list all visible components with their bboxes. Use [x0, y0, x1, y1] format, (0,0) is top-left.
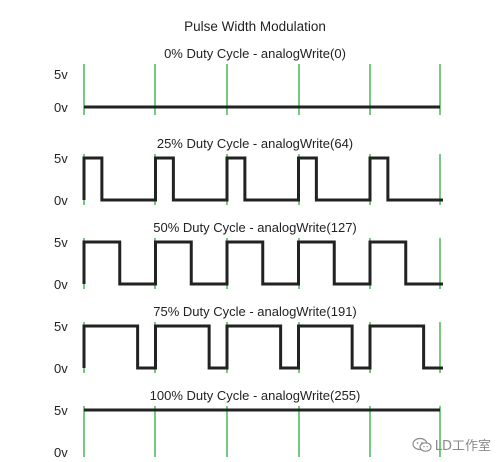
pwm-panel: 75% Duty Cycle - analogWrite(191) 5v 0v: [54, 304, 443, 376]
level-label-high: 5v: [54, 319, 68, 334]
pwm-waveform: [82, 324, 443, 370]
level-label-low: 0v: [54, 193, 68, 208]
pwm-panel: 25% Duty Cycle - analogWrite(64) 5v 0v: [54, 136, 443, 208]
level-label-low: 0v: [54, 445, 68, 460]
panel-title: 75% Duty Cycle - analogWrite(191): [153, 304, 357, 319]
level-label-low: 0v: [54, 361, 68, 376]
pwm-panel: 50% Duty Cycle - analogWrite(127) 5v 0v: [54, 220, 443, 292]
level-label-low: 0v: [54, 100, 68, 115]
level-label-high: 5v: [54, 403, 68, 418]
level-label-high: 5v: [54, 67, 68, 82]
wechat-icon: [412, 437, 432, 452]
watermark-text: LD工作室: [434, 439, 491, 454]
level-label-high: 5v: [54, 151, 68, 166]
watermark: LD工作室: [412, 435, 491, 454]
panel-title: 100% Duty Cycle - analogWrite(255): [150, 388, 361, 403]
pwm-waveform: [82, 156, 443, 202]
level-label-low: 0v: [54, 277, 68, 292]
diagram-title: Pulse Width Modulation: [184, 19, 326, 34]
panel-title: 25% Duty Cycle - analogWrite(64): [157, 136, 353, 151]
level-label-high: 5v: [54, 235, 68, 250]
pwm-panel: 100% Duty Cycle - analogWrite(255) 5v 0v: [54, 388, 441, 460]
panel-title: 0% Duty Cycle - analogWrite(0): [164, 46, 346, 61]
panel-title: 50% Duty Cycle - analogWrite(127): [153, 220, 357, 235]
pwm-waveform: [82, 240, 443, 286]
pwm-panel: 0% Duty Cycle - analogWrite(0) 5v 0v: [54, 46, 441, 115]
